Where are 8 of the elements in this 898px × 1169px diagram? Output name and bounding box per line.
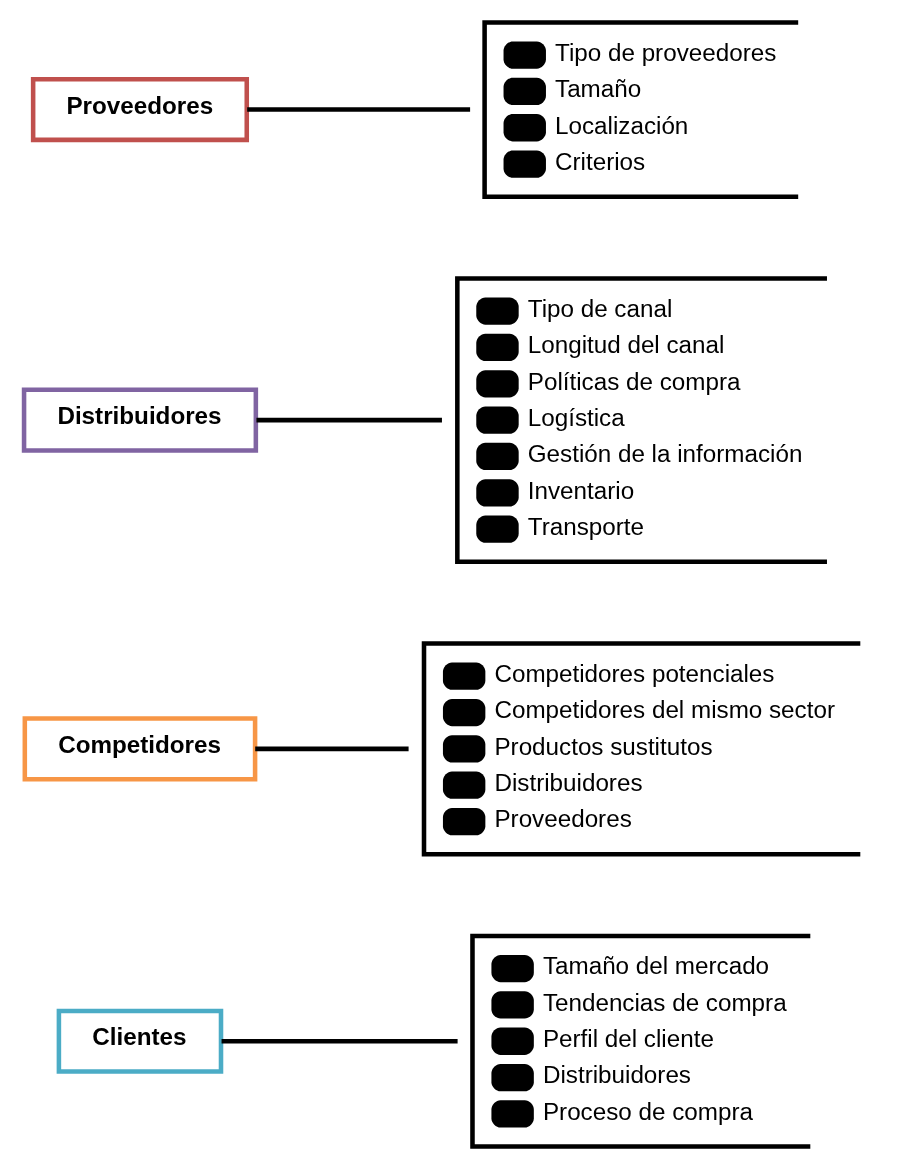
node-box: Clientes <box>56 1008 224 1074</box>
connector <box>221 1039 458 1044</box>
node-box: Competidores <box>22 716 258 782</box>
node-box: Distribuidores <box>21 387 259 453</box>
connector <box>247 107 471 112</box>
connector <box>256 417 442 423</box>
connector <box>255 746 409 752</box>
node-box: Proveedores <box>30 77 250 143</box>
